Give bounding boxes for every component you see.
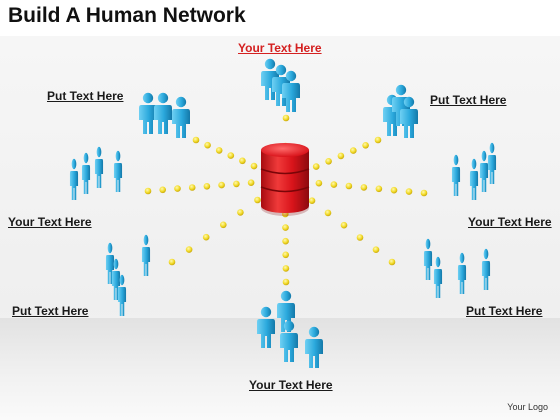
label-mid-left: Your Text Here (8, 215, 92, 229)
connector-dot-lower-left (202, 233, 210, 241)
connector-dot-mid-left (159, 186, 166, 194)
connector-dot-lower-left (185, 246, 193, 253)
connector-dot-mid-right (390, 186, 398, 194)
connector-dot-bottom (282, 251, 290, 259)
connector-dot-lower-left (254, 196, 261, 204)
connector-dot-mid-left (218, 181, 225, 189)
connector-dots (144, 114, 428, 286)
label-lower-right: Put Text Here (466, 304, 543, 318)
connector-dot-upper-right (325, 158, 332, 165)
connector-dot-top (282, 114, 290, 122)
floor-background (0, 318, 560, 420)
connector-dot-lower-right (372, 246, 380, 253)
connector-dot-mid-left (247, 179, 255, 186)
connector-dot-upper-left (204, 141, 211, 149)
connector-dot-upper-right (350, 147, 357, 154)
connector-dot-lower-right (340, 221, 348, 229)
connector-dot-upper-left (250, 162, 258, 170)
connector-dot-mid-right (375, 185, 383, 193)
connector-dot-upper-left (239, 157, 246, 165)
connector-dot-upper-left (227, 152, 235, 159)
connector-dot-mid-left (203, 183, 211, 190)
connector-dot-upper-right (337, 152, 345, 160)
connector-dot-mid-left (188, 184, 196, 191)
connector-dot-upper-left (215, 147, 223, 154)
people-group-bottom (257, 290, 323, 368)
connector-dot-mid-left (174, 185, 181, 192)
connector-dot-lower-left (168, 258, 176, 266)
people-group-mid-right (451, 142, 497, 200)
connector-dot-mid-left (144, 187, 152, 195)
connector-dot-mid-right (315, 179, 323, 187)
connector-dot-bottom (282, 278, 290, 286)
connector-dot-mid-right (330, 181, 338, 188)
connector-dot-mid-right (420, 189, 428, 197)
people-group-top (261, 58, 300, 112)
connector-dot-mid-right (360, 184, 368, 191)
people-group-lower-right (423, 238, 491, 298)
page-title: Build A Human Network (8, 4, 246, 27)
connector-dot-mid-left (233, 180, 240, 188)
connector-dot-lower-right (388, 258, 396, 266)
connector-dot-upper-right (374, 136, 382, 144)
database-hub-icon (260, 143, 310, 216)
connector-dot-lower-right (308, 197, 316, 204)
label-upper-left: Put Text Here (47, 89, 124, 103)
connector-dot-mid-right (405, 188, 413, 195)
label-bottom: Your Text Here (249, 378, 333, 392)
connector-dot-bottom (282, 224, 289, 231)
connector-dot-lower-right (356, 234, 364, 241)
label-lower-left: Put Text Here (12, 304, 89, 318)
connector-dot-upper-right (362, 142, 369, 149)
people-group-mid-left (69, 146, 123, 200)
connector-dot-lower-right (324, 209, 332, 217)
connector-dot-upper-left (192, 136, 200, 144)
label-mid-right: Your Text Here (468, 215, 552, 229)
label-upper-right: Put Text Here (430, 93, 507, 107)
label-top: Your Text Here (238, 41, 322, 55)
connector-dot-bottom (282, 237, 289, 245)
people-group-upper-left (139, 92, 190, 138)
connector-dot-mid-right (345, 182, 353, 190)
connector-dot-bottom (282, 265, 290, 272)
people-group-upper-right (383, 84, 418, 138)
logo-placeholder: Your Logo (507, 402, 548, 412)
connector-dot-lower-left (220, 221, 227, 229)
connector-dot-lower-left (237, 209, 244, 216)
people-group-lower-left (105, 234, 151, 316)
connector-dot-upper-right (312, 163, 320, 170)
